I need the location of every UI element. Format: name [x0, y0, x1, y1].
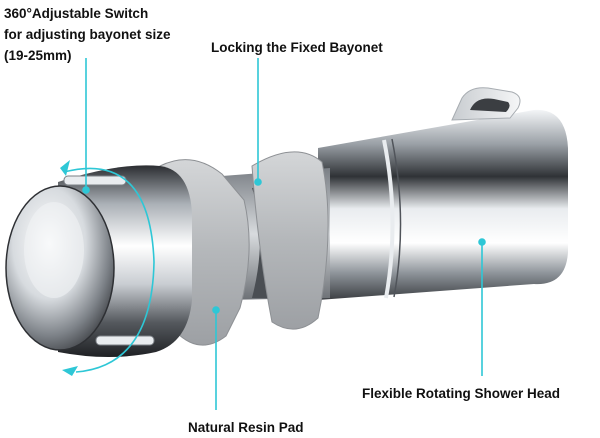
adjustable-switch-label-line2: for adjusting bayonet size: [4, 27, 171, 42]
rotation-arc: [63, 167, 155, 373]
adjustable-switch-label-line1: 360°Adjustable Switch: [4, 6, 149, 21]
switch-callout-dot: [82, 186, 90, 194]
locking-callout-dot: [254, 178, 262, 186]
callout-lines: [60, 58, 486, 410]
adjustable-switch-knob: [5, 165, 192, 357]
resin-callout-dot: [212, 306, 220, 314]
head-callout-dot: [478, 238, 486, 246]
adjustable-switch-label: 360°Adjustable Switch for adjusting bayo…: [4, 3, 171, 66]
locking-bayonet-label: Locking the Fixed Bayonet: [211, 40, 383, 55]
shower-head-label: Flexible Rotating Shower Head: [362, 386, 561, 401]
shower-head-body: [318, 87, 568, 301]
adjustable-switch-label-line3: (19-25mm): [4, 48, 72, 63]
resin-pad-label: Natural Resin Pad: [188, 420, 304, 435]
